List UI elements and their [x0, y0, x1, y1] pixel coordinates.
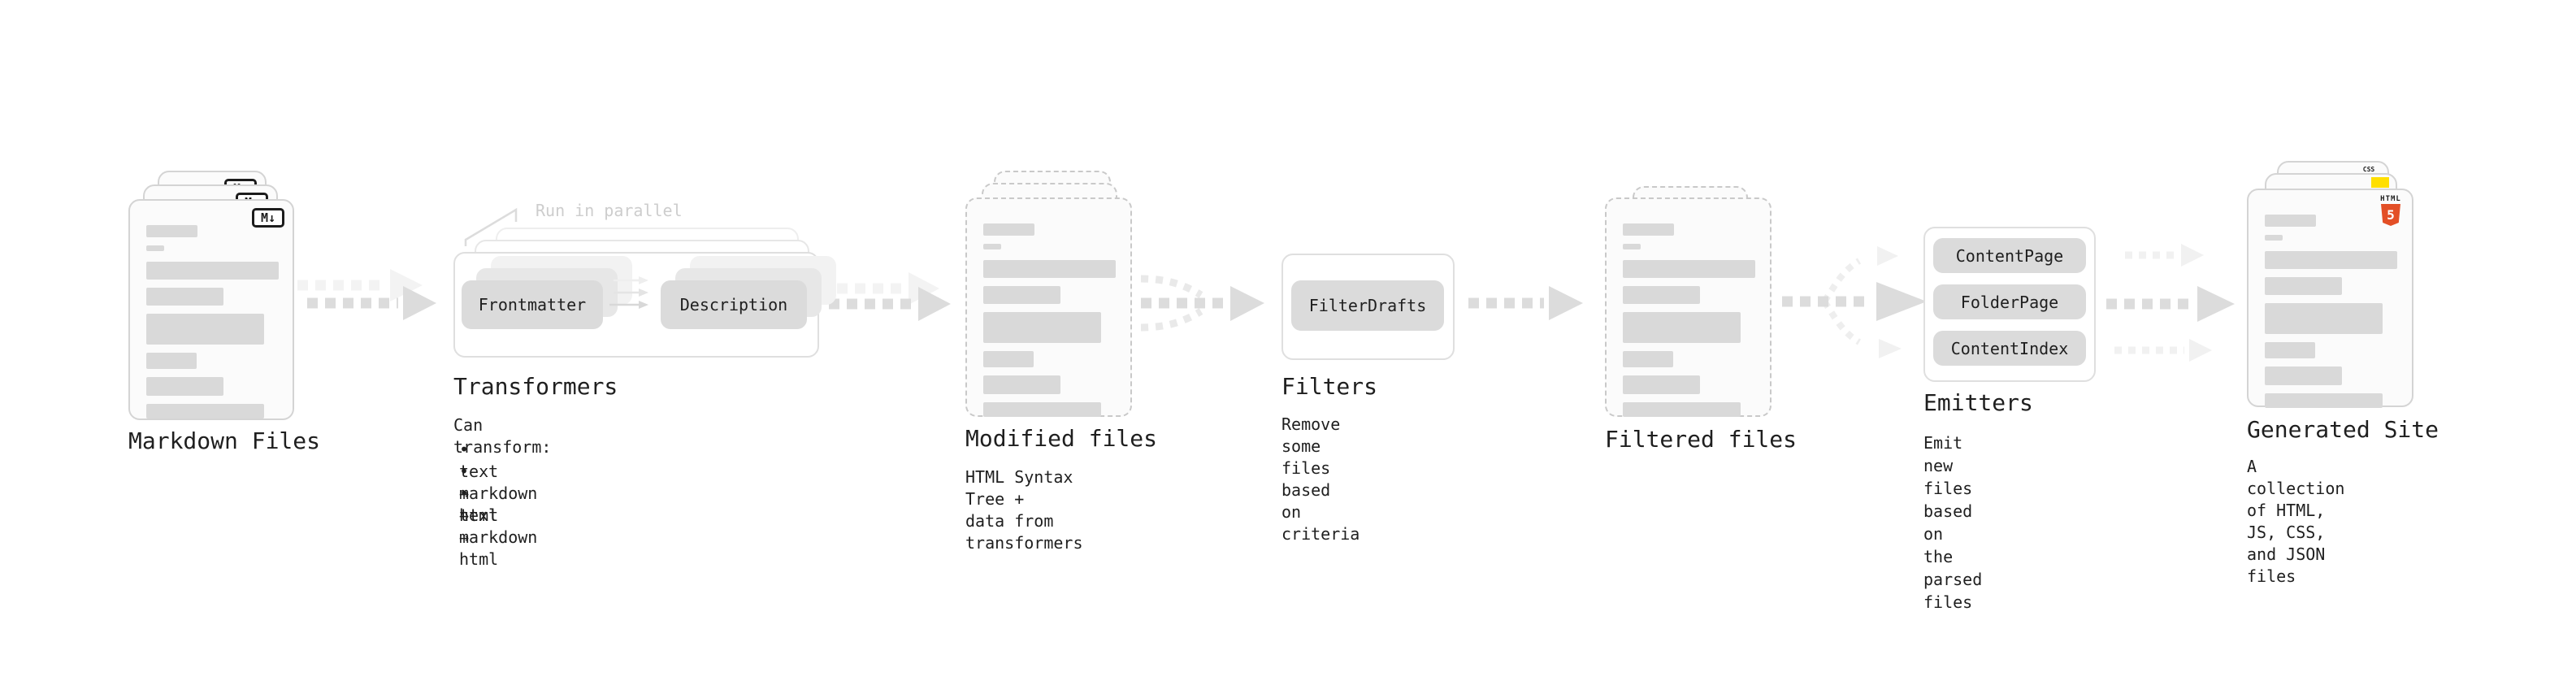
emitter-node-folderpage: FolderPage [1933, 284, 2086, 319]
content-bar [2265, 215, 2316, 227]
content-bar [2265, 342, 2315, 358]
content-bar [2265, 277, 2342, 295]
stage-label-emitters: Emitters [1923, 389, 2033, 416]
content-bar [1623, 223, 1674, 236]
emitters-description: Emit new files based on the parsed files [1923, 433, 1983, 612]
generated-site-description: A collection of HTML, JS, CSS, and JSON … [2247, 457, 2345, 586]
emitter-node-contentindex: ContentIndex [1933, 331, 2086, 366]
content-bar [983, 402, 1101, 417]
content-bar [983, 286, 1060, 304]
emitter-node-contentpage: ContentPage [1933, 238, 2086, 273]
transformers-bullet: • html → html [459, 484, 499, 569]
content-bar [1623, 260, 1755, 278]
html5-icon: HTML 5 [2379, 195, 2402, 226]
document-content-placeholder [2265, 215, 2397, 416]
content-bar [2265, 303, 2383, 334]
content-bar [983, 260, 1116, 278]
document-content-placeholder [983, 223, 1116, 425]
content-bar [146, 262, 279, 280]
stage-label-generated-site: Generated Site [2247, 416, 2439, 443]
transformer-node-frontmatter: Frontmatter [462, 280, 603, 329]
document-content-placeholder [146, 225, 279, 427]
content-bar [1623, 351, 1673, 367]
content-bar [983, 375, 1060, 394]
stage-label-filters: Filters [1281, 373, 1378, 400]
filters-description: Remove some files based on criteria [1281, 414, 1360, 544]
arrow-transformers-to-modified [819, 272, 951, 321]
stage-label-modified-files: Modified files [965, 425, 1158, 452]
document-content-placeholder [1623, 223, 1755, 425]
content-bar [2265, 235, 2283, 241]
content-bar [1623, 375, 1700, 394]
annotation-callout-line [464, 207, 518, 246]
content-bar [1623, 402, 1741, 417]
js-icon [2371, 177, 2389, 188]
content-bar [2265, 251, 2397, 269]
content-bar [146, 245, 164, 251]
annotation-run-in-parallel: Run in parallel [536, 201, 683, 220]
content-bar [2265, 393, 2383, 408]
content-bar [983, 312, 1101, 343]
content-bar [146, 377, 223, 396]
arrow-filters-to-filtered [1468, 286, 1583, 320]
transformer-node-description: Description [661, 280, 807, 329]
arrow-emitters-to-generated [2106, 244, 2235, 362]
filtered-doc-front [1605, 197, 1772, 417]
modified-files-description: HTML Syntax Tree + data from transformer… [965, 467, 1083, 553]
content-bar [146, 353, 197, 369]
content-bar [146, 225, 197, 237]
content-bar [146, 404, 264, 419]
content-bar [1623, 312, 1741, 343]
arrow-filtered-to-emitters-split [1782, 246, 1927, 358]
content-bar [146, 314, 264, 345]
transformers-bullet: • text → text [459, 440, 499, 525]
filter-node-filterdrafts: FilterDrafts [1291, 280, 1444, 331]
content-bar [146, 288, 223, 306]
transformers-bullet: • markdown → markdown [459, 462, 538, 547]
content-bar [983, 351, 1034, 367]
transform-step-arrows [609, 276, 648, 309]
content-bar [983, 244, 1001, 249]
content-bar [1623, 244, 1641, 249]
transformers-description-title: Can transform: [453, 415, 552, 457]
stage-label-transformers: Transformers [453, 373, 618, 400]
markdown-icon: M↓ [252, 208, 284, 228]
content-bar [983, 223, 1034, 236]
content-bar [1623, 286, 1700, 304]
markdown-doc-front: M↓ [128, 199, 294, 420]
generated-doc-front: HTML 5 [2247, 189, 2413, 408]
stage-label-filtered-files: Filtered files [1605, 426, 1798, 453]
modified-doc-front [965, 197, 1132, 417]
arrow-markdown-to-transformers [297, 269, 436, 320]
stage-label-markdown-files: Markdown Files [128, 427, 321, 454]
content-bar [2265, 367, 2342, 385]
arrow-modified-to-filters-merge [1140, 275, 1264, 332]
